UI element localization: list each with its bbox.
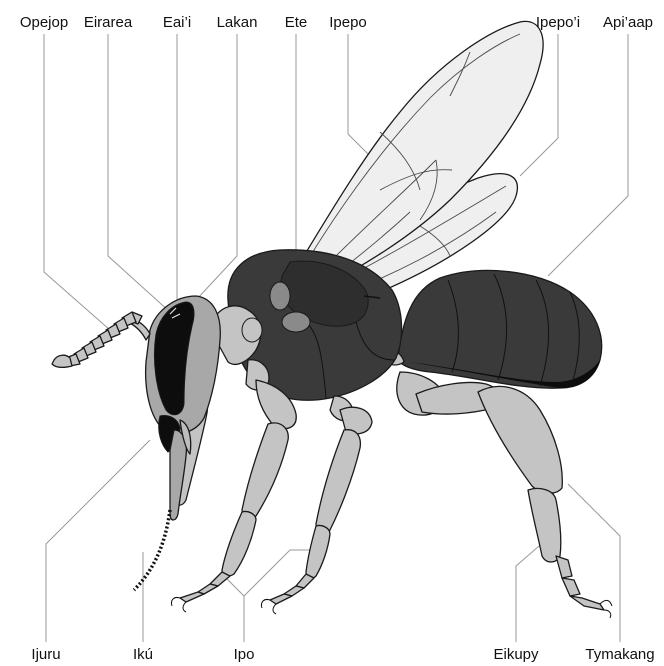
label-ipo: Ipo: [234, 646, 255, 663]
label-iku: Ikú: [133, 646, 153, 663]
label-eikupy: Eikupy: [493, 646, 539, 663]
label-ipepo: Ipepo: [329, 14, 367, 31]
label-apiaap: Api’aap: [603, 14, 653, 31]
proboscis: [170, 430, 186, 520]
label-eaii: Eai’i: [163, 14, 191, 31]
legs: [171, 360, 612, 618]
top-labels: Opejop Eirarea Eai’i Lakan Ete Ipepo Ipe…: [20, 14, 653, 31]
label-lakan: Lakan: [217, 14, 258, 31]
label-ipepoi: Ipepo’i: [536, 14, 580, 31]
label-eirarea: Eirarea: [84, 14, 133, 31]
leader-tymakang: [568, 484, 620, 642]
bottom-labels: Ijuru Ikú Ipo Eikupy Tymakang: [31, 646, 654, 663]
leader-ijuru: [46, 440, 150, 642]
label-tymakang: Tymakang: [585, 646, 654, 663]
antenna: [52, 312, 150, 367]
leader-lakan: [196, 34, 237, 300]
leader-opejop: [44, 34, 110, 330]
leader-ipepo: [348, 34, 372, 158]
leader-eirarea: [108, 34, 170, 312]
label-opejop: Opejop: [20, 14, 68, 31]
leader-apiaap: [548, 34, 628, 276]
tongue: [134, 510, 170, 590]
label-ijuru: Ijuru: [31, 646, 60, 663]
label-ete: Ete: [285, 14, 308, 31]
